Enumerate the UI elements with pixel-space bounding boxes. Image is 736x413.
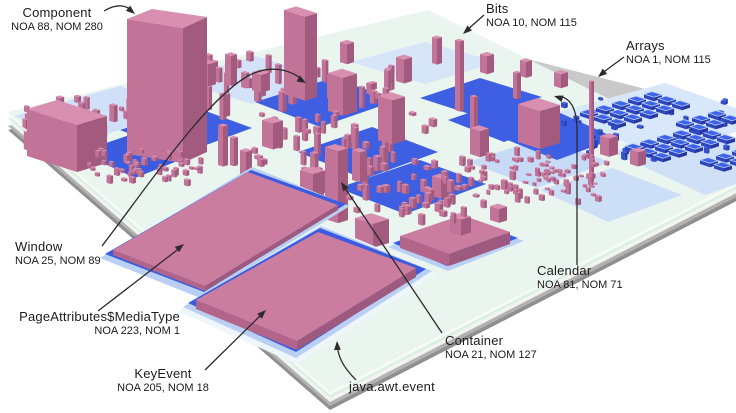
arrowhead-calendar	[554, 95, 564, 103]
leader-line-key-event	[204, 312, 264, 371]
arrowhead-java-awt-event	[334, 341, 341, 351]
arrowhead-arrays	[598, 68, 608, 77]
arrowhead-page-attributes-media-type	[174, 244, 184, 253]
leader-line-container	[342, 184, 443, 334]
leader-line-page-attributes-media-type	[97, 246, 182, 312]
arrowhead-window	[296, 75, 306, 83]
arrowhead-component	[125, 5, 135, 14]
leader-line-window	[101, 68, 304, 247]
arrowhead-key-event	[257, 310, 266, 319]
arrowhead-container	[341, 182, 349, 192]
arrowhead-bits	[463, 25, 472, 34]
